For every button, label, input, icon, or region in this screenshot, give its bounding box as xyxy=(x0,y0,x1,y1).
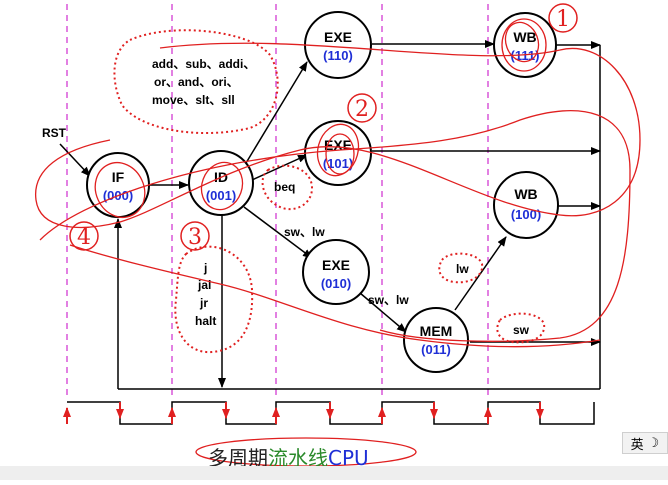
id-to-exe3-arrow xyxy=(243,206,313,259)
state-wb1: WB (111) xyxy=(493,12,557,78)
state-wb2-name: WB xyxy=(514,186,537,202)
bottom-strip xyxy=(0,466,668,480)
jump-label-j: j xyxy=(203,261,207,275)
dotted-group-outline xyxy=(113,29,279,134)
annotation-number-3: 3 xyxy=(180,221,210,251)
mem-to-wb2-arrow xyxy=(454,236,507,311)
annotation-number-3-text: 3 xyxy=(188,225,202,250)
state-exe2-code: (101) xyxy=(323,156,353,171)
loop-path-3 xyxy=(69,244,601,348)
rst-label: RST xyxy=(42,126,67,140)
dotted-beq-outline xyxy=(261,164,314,211)
annotation-number-4-text: 4 xyxy=(77,225,91,250)
state-mem-code: (011) xyxy=(421,342,451,357)
alu-group-line-2: or、and、ori、 xyxy=(154,75,239,89)
scribble-exe2-2 xyxy=(325,133,355,175)
clock-waveform xyxy=(63,401,595,425)
annotation-number-4: 4 xyxy=(69,221,99,251)
jump-label-halt: halt xyxy=(195,314,216,328)
id-to-exe1-arrow xyxy=(245,61,308,164)
state-if-name: IF xyxy=(112,169,125,185)
red-annotations xyxy=(35,18,641,354)
state-mem-name: MEM xyxy=(420,323,453,339)
state-wb2: WB (100) xyxy=(493,171,559,239)
state-mem: MEM (011) xyxy=(403,307,469,373)
transitions xyxy=(59,40,601,388)
ime-language-label: 英 xyxy=(630,437,644,453)
id-to-exe2-arrow xyxy=(251,154,308,181)
sw-lw-label-2: sw、lw xyxy=(368,293,409,307)
scribble-id xyxy=(200,161,244,211)
state-wb2-code: (100) xyxy=(511,207,541,222)
annotation-number-1: 1 xyxy=(548,3,578,33)
state-exe1-name: EXE xyxy=(324,29,352,45)
alu-group-line-3: move、slt、sll xyxy=(152,93,235,107)
state-exe1-code: (110) xyxy=(323,48,353,63)
annotation-number-2-text: 2 xyxy=(355,97,369,122)
return-bus xyxy=(114,45,601,390)
state-id: ID (001) xyxy=(188,150,254,216)
sw-label: sw xyxy=(513,323,530,337)
scribble-wb1 xyxy=(501,18,547,72)
scribble-exe2 xyxy=(316,123,360,177)
loop-path-1 xyxy=(35,42,641,229)
ime-indicator[interactable]: 英 ☽ xyxy=(622,432,668,454)
state-exe3-code: (010) xyxy=(321,276,351,291)
sw-lw-label-1: sw、lw xyxy=(284,225,325,239)
scribble-wb1-2 xyxy=(504,21,540,63)
jump-label-jr: jr xyxy=(199,296,208,310)
annotation-number-2: 2 xyxy=(347,93,377,123)
dotted-sw-outline xyxy=(496,312,546,344)
lw-label: lw xyxy=(456,262,469,276)
dotted-jump-outline xyxy=(174,245,254,354)
moon-icon: ☽ xyxy=(647,435,660,451)
state-exe2-name: EXE xyxy=(324,137,352,153)
rst-arrow xyxy=(59,143,91,177)
state-exe3-name: EXE xyxy=(322,257,350,273)
annotation-number-1-text: 1 xyxy=(556,7,570,32)
alu-group-line-1: add、sub、addi、 xyxy=(152,57,255,71)
state-exe3: EXE (010) xyxy=(302,239,370,305)
state-wb1-name: WB xyxy=(513,29,536,45)
exe3-to-mem-arrow xyxy=(359,292,407,333)
beq-label: beq xyxy=(274,180,295,194)
scribble-if xyxy=(94,162,146,218)
state-id-code: (001) xyxy=(206,188,236,203)
